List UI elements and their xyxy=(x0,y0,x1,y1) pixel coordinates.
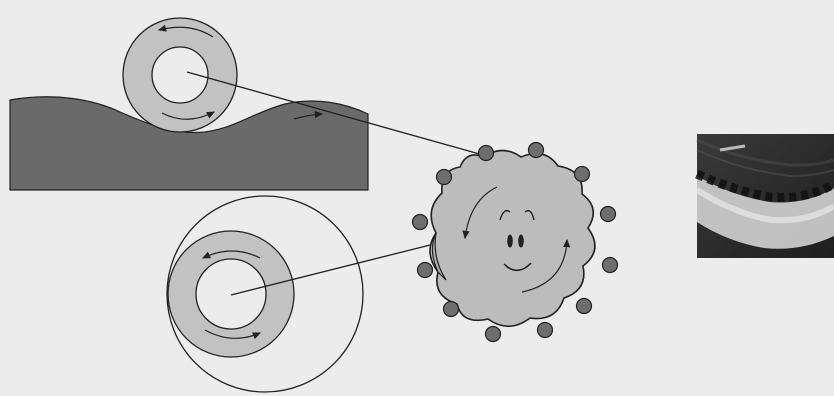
satellite-dot xyxy=(411,213,429,231)
satellite-dot xyxy=(575,297,593,315)
satellite-dot xyxy=(573,165,591,183)
rotation-arrow-icon xyxy=(201,250,261,259)
surface-motion-arrow-icon xyxy=(293,110,324,120)
rotation-arrow-icon xyxy=(462,186,498,240)
enclosing-circle-group xyxy=(166,195,364,393)
top-ring xyxy=(122,17,238,133)
rotation-arrow-icon xyxy=(157,24,214,38)
satellite-dot xyxy=(599,205,617,223)
satellite-dot xyxy=(527,141,545,159)
satellite-dot xyxy=(416,261,434,279)
satellite-dot xyxy=(442,300,460,318)
left-eye xyxy=(507,234,513,248)
satellite-dot xyxy=(477,144,495,162)
satellite-dot xyxy=(435,168,453,186)
satellite-dot xyxy=(601,256,619,274)
smiley-face-icon xyxy=(499,209,535,272)
micrograph-bright-band xyxy=(697,176,834,249)
wave-surface xyxy=(9,96,369,191)
particle-shadow-lobe xyxy=(431,232,447,281)
rotation-arrow-icon xyxy=(204,329,262,340)
right-eye xyxy=(518,234,524,248)
micrograph-inset xyxy=(695,134,834,258)
satellite-dot xyxy=(536,321,554,339)
wavy-particle xyxy=(411,141,619,343)
satellite-dot xyxy=(484,325,502,343)
leader-line xyxy=(186,71,484,156)
leader-line xyxy=(230,237,459,296)
rotation-arrow-icon xyxy=(161,111,216,120)
rotation-arrow-icon xyxy=(521,238,571,293)
